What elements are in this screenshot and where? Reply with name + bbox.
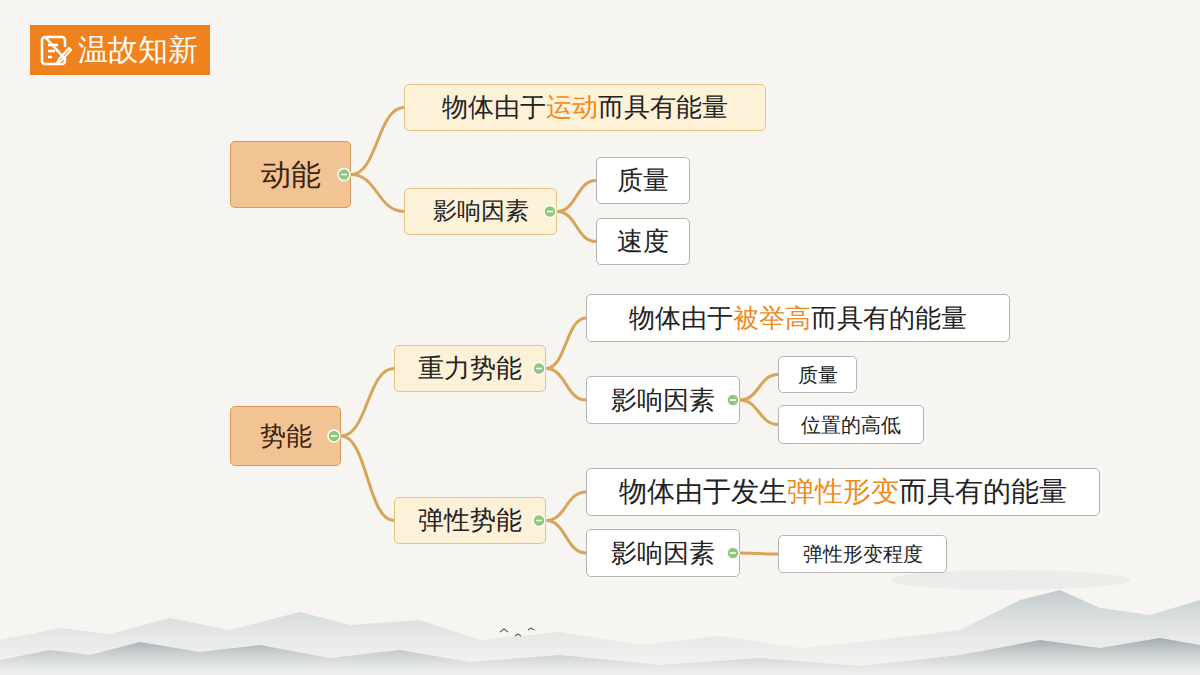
branch-connector (546, 369, 586, 401)
mist (890, 570, 1130, 590)
collapse-dot (328, 430, 340, 442)
node-text: 重力势能 (418, 354, 522, 383)
factor-heading: 影响因素 (586, 376, 740, 424)
node-text: 速度 (617, 227, 669, 256)
root-topic: 动能 (230, 141, 351, 208)
branch-connector (351, 175, 404, 212)
node-text: 位置的高低 (801, 414, 901, 436)
branch-connector (546, 521, 586, 554)
node-text: 弹性形变程度 (803, 543, 923, 565)
definition-box: 物体由于被举高而具有的能量 (586, 294, 1010, 342)
branch-connector (341, 369, 394, 437)
birds (500, 628, 534, 636)
subtopic-box: 重力势能 (394, 345, 546, 392)
node-text: 弹性势能 (418, 506, 522, 535)
definition-box: 物体由于运动而具有能量 (404, 84, 766, 131)
node-text: 质量 (798, 364, 838, 386)
node-text: 质量 (617, 166, 669, 195)
factor-heading: 影响因素 (586, 529, 740, 577)
definition-box: 物体由于发生弹性形变而具有的能量 (586, 468, 1100, 516)
collapse-dot (338, 169, 350, 181)
factor-leaf: 弹性形变程度 (778, 535, 947, 573)
collapse-dot (533, 363, 545, 375)
branch-connector (740, 375, 778, 401)
branch-connector (546, 492, 586, 521)
branch-connector (351, 108, 404, 175)
node-text: 影响因素 (611, 386, 715, 415)
note-icon (38, 33, 72, 67)
branch-connector (740, 553, 778, 554)
node-text: 影响因素 (611, 539, 715, 568)
factor-leaf: 质量 (778, 356, 857, 393)
branch-connector (557, 181, 596, 212)
node-text: 影响因素 (433, 198, 529, 224)
far-mountains (0, 590, 1200, 675)
node-text: 物体由于发生弹性形变而具有的能量 (619, 477, 1067, 508)
collapse-dot (727, 394, 739, 406)
node-text: 物体由于运动而具有能量 (442, 93, 728, 122)
collapse-dot (727, 547, 739, 559)
factor-leaf: 位置的高低 (778, 405, 924, 444)
title-text: 温故知新 (78, 30, 198, 71)
factor-heading: 影响因素 (404, 188, 557, 235)
subtopic-box: 弹性势能 (394, 497, 546, 544)
root-topic: 势能 (230, 406, 341, 466)
node-text: 动能 (261, 158, 321, 191)
branch-connector (740, 400, 778, 425)
node-text: 物体由于被举高而具有的能量 (629, 304, 967, 333)
node-text: 势能 (260, 422, 312, 451)
title-bar: 温故知新 (30, 25, 210, 75)
collapse-dot (533, 515, 545, 527)
near-mountains (0, 638, 1200, 675)
branch-connector (557, 212, 596, 242)
branch-connector (546, 318, 586, 369)
collapse-dot (544, 206, 556, 218)
factor-leaf: 速度 (596, 218, 690, 265)
branch-connector (341, 436, 394, 521)
factor-leaf: 质量 (596, 157, 690, 204)
